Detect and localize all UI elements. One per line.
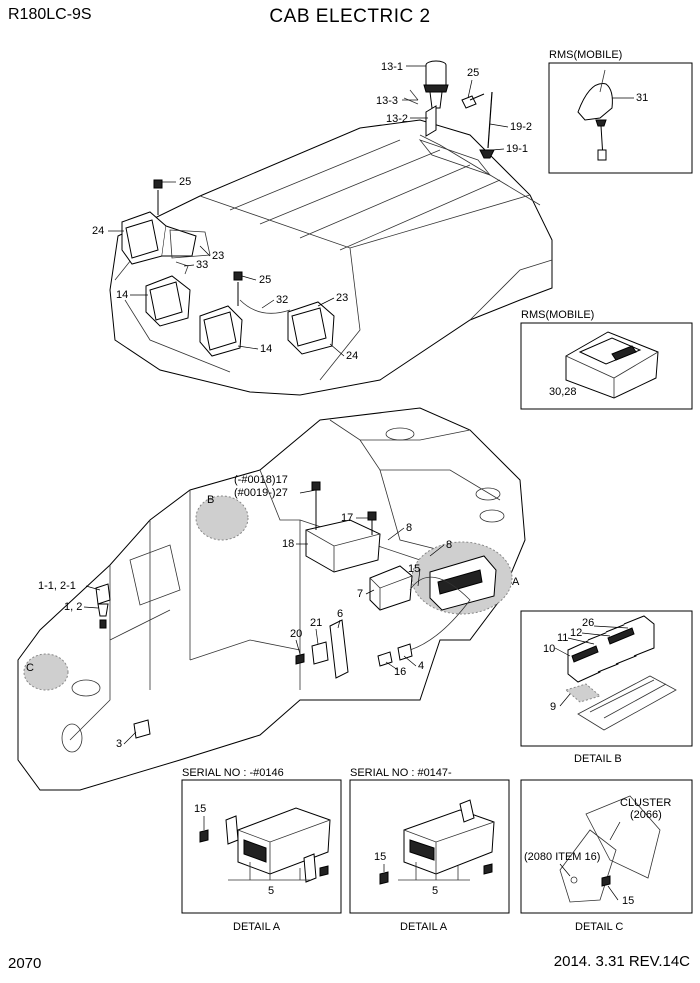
cluster-housing [585, 795, 661, 879]
lamp-bracket-23 [169, 229, 211, 259]
label-19-2: 19-2 [510, 121, 532, 133]
label-12: 12 [570, 627, 582, 639]
detail-a-old-box: SERIAL NO : -#0146 DETAIL A [181, 767, 342, 933]
work-lamp-left [145, 275, 191, 327]
antenna [418, 91, 495, 176]
work-lamp-middle [199, 271, 291, 357]
label-3: 3 [116, 738, 122, 750]
label-8-upper: 8 [406, 522, 412, 534]
socket-3 [133, 719, 151, 739]
rms-unit-box-title: RMS(MOBILE) [521, 309, 594, 321]
date-revision: 2014. 3.31 REV.14C [553, 953, 690, 970]
label-8-lower: 8 [446, 539, 452, 551]
work-lamp-front-left [121, 179, 197, 265]
label-13-3: 13-3 [376, 95, 398, 107]
switch-mount-6-21 [295, 619, 349, 679]
label-24-right: 24 [346, 350, 358, 362]
label-21: 21 [310, 617, 322, 629]
label-14-mid: 14 [260, 343, 272, 355]
label-30-28: 30,28 [549, 386, 577, 398]
label-27-serial-range: (#0019-)27 [234, 487, 288, 499]
part-labels: 13-1 25 13-3 13-2 19-2 19-1 31 25 24 23 … [38, 61, 671, 907]
label-18: 18 [282, 538, 294, 550]
rms-antenna-box: RMS(MOBILE) [548, 49, 693, 174]
model-number: R180LC-9S [8, 6, 92, 23]
detail-c-title: DETAIL C [575, 921, 623, 933]
label-16: 16 [394, 666, 406, 678]
label-9: 9 [550, 701, 556, 713]
label-13-1: 13-1 [381, 61, 403, 73]
switch-panel [577, 675, 677, 731]
label-24-left: 24 [92, 225, 104, 237]
label-14-left: 14 [116, 289, 128, 301]
label-23-right: 23 [336, 292, 348, 304]
detail-c-callout-letter: C [26, 662, 34, 674]
cluster-bracket [559, 829, 617, 903]
label-cluster: CLUSTER [620, 797, 671, 809]
label-15: 15 [408, 563, 420, 575]
label-19-1: 19-1 [506, 143, 528, 155]
serial-old-title: SERIAL NO : -#0146 [182, 767, 284, 779]
radio-unit-in-cab [429, 555, 497, 611]
label-25-left: 25 [179, 176, 191, 188]
switch-frame-9 [564, 683, 602, 703]
rms-unit-box: RMS(MOBILE) [520, 309, 693, 410]
switch-group [567, 615, 655, 683]
beacon-lamp [403, 60, 449, 137]
detail-a-new-box: SERIAL NO : #0147- DETAIL A [349, 767, 510, 933]
radio-wiring [409, 576, 471, 651]
label-25-mid: 25 [259, 274, 271, 286]
label-31: 31 [636, 92, 648, 104]
label-23-upper: 23 [212, 250, 224, 262]
detail-a-new-title: DETAIL A [400, 921, 448, 933]
work-lamp-right [287, 301, 335, 355]
label-1-2: 1, 2 [64, 601, 82, 613]
label-13-2: 13-2 [386, 113, 408, 125]
label-15-detail-c: 15 [622, 895, 634, 907]
detail-b-callout-letter: B [207, 494, 214, 506]
label-25-top: 25 [467, 67, 479, 79]
label-11: 11 [557, 632, 568, 644]
label-20: 20 [290, 628, 302, 640]
controller-18 [305, 481, 381, 573]
detail-b-box: DETAIL B [520, 610, 693, 765]
label-15-detail-a-old: 15 [194, 803, 206, 815]
bolt-15 [601, 875, 611, 887]
rms-antenna-box-title: RMS(MOBILE) [549, 49, 622, 61]
detail-c-callout-circle [23, 653, 69, 691]
label-cluster-ref: (2066) [630, 809, 662, 821]
cigar-lighter-1-2 [95, 583, 111, 629]
label-5-detail-a-old: 5 [268, 885, 274, 897]
label-17-serial-range: (-#0018)17 [234, 474, 288, 486]
label-10: 10 [543, 643, 555, 655]
label-7: 7 [357, 588, 363, 600]
label-1-1-2-1: 1-1, 2-1 [38, 580, 76, 592]
page-number: 2070 [8, 955, 42, 972]
label-17: 17 [341, 512, 353, 524]
label-5-detail-a-new: 5 [432, 885, 438, 897]
speaker-connector-4 [377, 643, 413, 667]
label-item-ref: (2080 ITEM 16) [524, 851, 600, 863]
label-6: 6 [337, 608, 343, 620]
detail-b-title: DETAIL B [574, 753, 622, 765]
page-title: CAB ELECTRIC 2 [269, 6, 431, 27]
label-4: 4 [418, 660, 424, 672]
label-33: 33 [196, 259, 208, 271]
converter-7 [369, 565, 413, 611]
cab-roof-drawing [109, 119, 553, 396]
bracket-33 [175, 261, 189, 275]
leader-lines [83, 65, 634, 901]
detail-b-callout-circle [195, 495, 249, 541]
serial-new-title: SERIAL NO : #0147- [350, 767, 452, 779]
label-15-detail-a-new: 15 [374, 851, 386, 863]
detail-a-callout-letter: A [512, 576, 520, 588]
detail-a-old-title: DETAIL A [233, 921, 281, 933]
detail-c-box: DETAIL C [520, 779, 693, 933]
label-26: 26 [582, 617, 594, 629]
label-32: 32 [276, 294, 288, 306]
